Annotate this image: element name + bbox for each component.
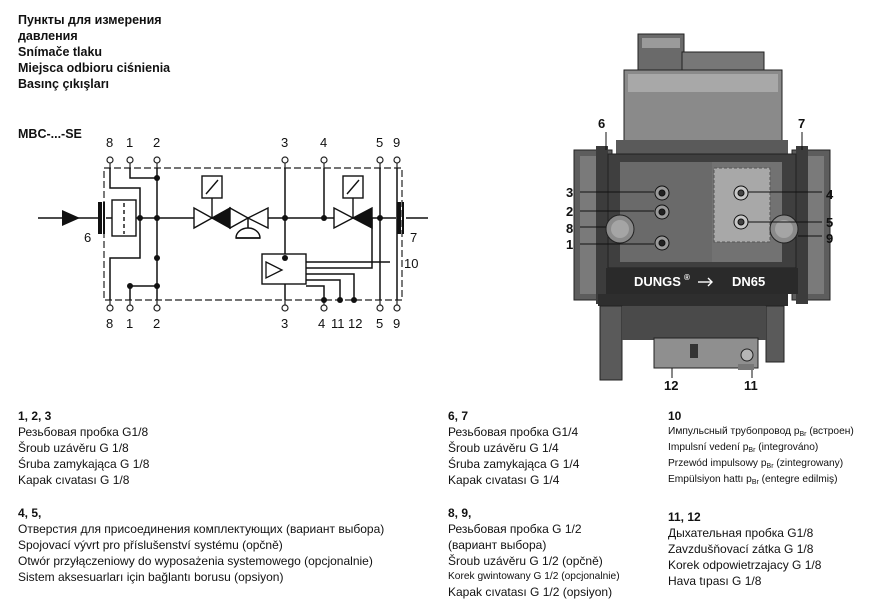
photo-label-5: 5	[826, 215, 833, 230]
legend-8-9-line-ru-2: (вариант выбора)	[448, 538, 547, 552]
legend-10-line-tr: Empülsiyon hattı pBr (entegre edilmiş)	[668, 474, 838, 486]
breather-plug-11	[740, 348, 754, 362]
top-ports	[106, 156, 401, 168]
regulating-valve	[229, 206, 269, 239]
leader-lines	[580, 132, 822, 378]
legend-title-10: 10	[668, 409, 682, 423]
legend-8-9-line-pl: Korek gwintowany G 1/2 (opcjonalnie)	[448, 571, 620, 582]
inlet-flange	[98, 202, 102, 234]
nominal-size: DN65	[732, 274, 765, 289]
flange-right	[791, 146, 831, 304]
photo-label-2: 2	[566, 204, 573, 219]
photo-label-12: 12	[664, 378, 678, 393]
legend-10-line-pl: Przewód impulsowy pBr (zintegrowany)	[668, 458, 844, 470]
legend-1-2-3-line-tr: Kapak cıvatası G 1/8	[18, 473, 130, 487]
accessory-plate	[713, 167, 771, 243]
legend-1-2-3-line-pl: Śruba zamykająca G 1/8	[18, 457, 150, 471]
legend-4-5-line-tr: Sistem aksesuarları için bağlantı borusu…	[18, 570, 284, 584]
schematic-label-bottom-3: 3	[281, 316, 288, 331]
schematic-label-top-1: 1	[126, 135, 133, 150]
brand-name: DUNGS	[634, 274, 681, 289]
schematic-label-top-9: 9	[393, 135, 400, 150]
heading-line-cz: Snímače tlaku	[18, 45, 103, 59]
schematic-label-top-2: 2	[153, 135, 160, 150]
pressure-ports	[654, 185, 749, 251]
legend-11-12-line-pl: Korek odpowietrzajacy G 1/8	[668, 558, 822, 572]
photo-label-9: 9	[826, 231, 833, 246]
legend-title-6-7: 6, 7	[448, 409, 469, 423]
schematic-label-top-3: 3	[281, 135, 288, 150]
schematic-label-outlet-7: 7	[410, 230, 417, 245]
legend-1-2-3-line-cz: Šroub uzávěru G 1/8	[18, 441, 129, 455]
schematic-label-bottom-5: 5	[376, 316, 383, 331]
heading-line-tr: Basınç çıkışları	[18, 77, 110, 91]
legend-11-12-line-tr: Hava tıpası G 1/8	[668, 574, 762, 588]
brand-mark: ®	[684, 273, 690, 282]
schematic-label-impulse-10: 10	[404, 256, 418, 271]
schematic-label-inlet-6: 6	[84, 230, 91, 245]
schematic-label-bottom-11: 11	[331, 316, 345, 331]
schematic-label-bottom-1: 1	[126, 316, 133, 331]
junction-dots	[127, 175, 383, 303]
legend-11-12-line-cz: Zavzdušňovací zátka G 1/8	[668, 542, 814, 556]
model-name: MBC-...-SE	[18, 127, 82, 141]
schematic-label-top-5: 5	[376, 135, 383, 150]
legend-title-11-12: 11, 12	[668, 510, 701, 524]
legend-title-1-2-3: 1, 2, 3	[18, 409, 52, 423]
schematic-label-bottom-8: 8	[106, 316, 113, 331]
brand-strip	[606, 268, 798, 294]
schematic-label-bottom-12: 12	[348, 316, 362, 331]
flow-arrow-icon	[698, 277, 713, 287]
legend-10-line-cz: Impulsní vedení pBr (integrováno)	[668, 442, 819, 454]
schematic-label-bottom-4: 4	[318, 316, 325, 331]
legend-4-5-line-pl: Otwór przyłączeniowy do wyposażenia syst…	[18, 554, 373, 568]
legend-8-9-line-ru-1: Резьбовая пробка G 1/2	[448, 522, 582, 536]
schematic-label-top-4: 4	[320, 135, 327, 150]
photo-label-4: 4	[826, 187, 834, 202]
photo-label-11: 11	[744, 378, 758, 393]
flange-left	[573, 146, 613, 304]
legend-8-9-line-tr: Kapak cıvatası G 1/2 (opsiyon)	[448, 585, 613, 599]
actuator-housing	[616, 33, 788, 154]
heading-line-ru-2: давления	[18, 29, 78, 43]
legend-1-2-3-line-ru: Резьбовая пробка G1/8	[18, 425, 149, 439]
schematic-label-top-8: 8	[106, 135, 113, 150]
legend-title-4-5: 4, 5,	[18, 506, 42, 520]
legend-8-9-line-cz: Šroub uzávěru G 1/2 (opčně)	[448, 554, 603, 568]
photo-label-1: 1	[566, 237, 573, 252]
lower-body	[598, 294, 788, 381]
solenoid-valve-2	[333, 175, 373, 230]
photo-label-6: 6	[598, 116, 605, 131]
outlet-flange	[397, 202, 401, 234]
legend-title-8-9: 8, 9,	[448, 506, 472, 520]
heading-line-ru-1: Пункты для измерения	[18, 13, 162, 27]
solenoid-valve-1	[193, 175, 231, 230]
legend-11-12-line-ru: Дыхательная пробка G1/8	[668, 526, 814, 540]
legend-6-7-line-pl: Śruba zamykająca G 1/4	[448, 457, 580, 471]
schematic-label-bottom-2: 2	[153, 316, 160, 331]
legend-10-line-ru: Импульсный трубопровод pBr (встроен)	[668, 426, 854, 438]
legend-6-7-line-cz: Šroub uzávěru G 1/4	[448, 441, 559, 455]
photo-label-8: 8	[566, 221, 573, 236]
photo-label-7: 7	[798, 116, 805, 131]
photo-label-3: 3	[566, 185, 573, 200]
schematic-label-bottom-9: 9	[393, 316, 400, 331]
bottom-ports	[106, 300, 401, 312]
flow-direction-arrow	[62, 210, 80, 226]
legend-4-5-line-ru: Отверстия для присоединения комплектующи…	[18, 522, 385, 536]
legend-6-7-line-ru: Резьбовая пробка G1/4	[448, 425, 579, 439]
legend-4-5-line-cz: Spojovací vývrt pro příslušenství systém…	[18, 538, 283, 552]
legend-6-7-line-tr: Kapak cıvatası G 1/4	[448, 473, 560, 487]
heading-line-pl: Miejsca odbioru ciśnienia	[18, 61, 171, 75]
